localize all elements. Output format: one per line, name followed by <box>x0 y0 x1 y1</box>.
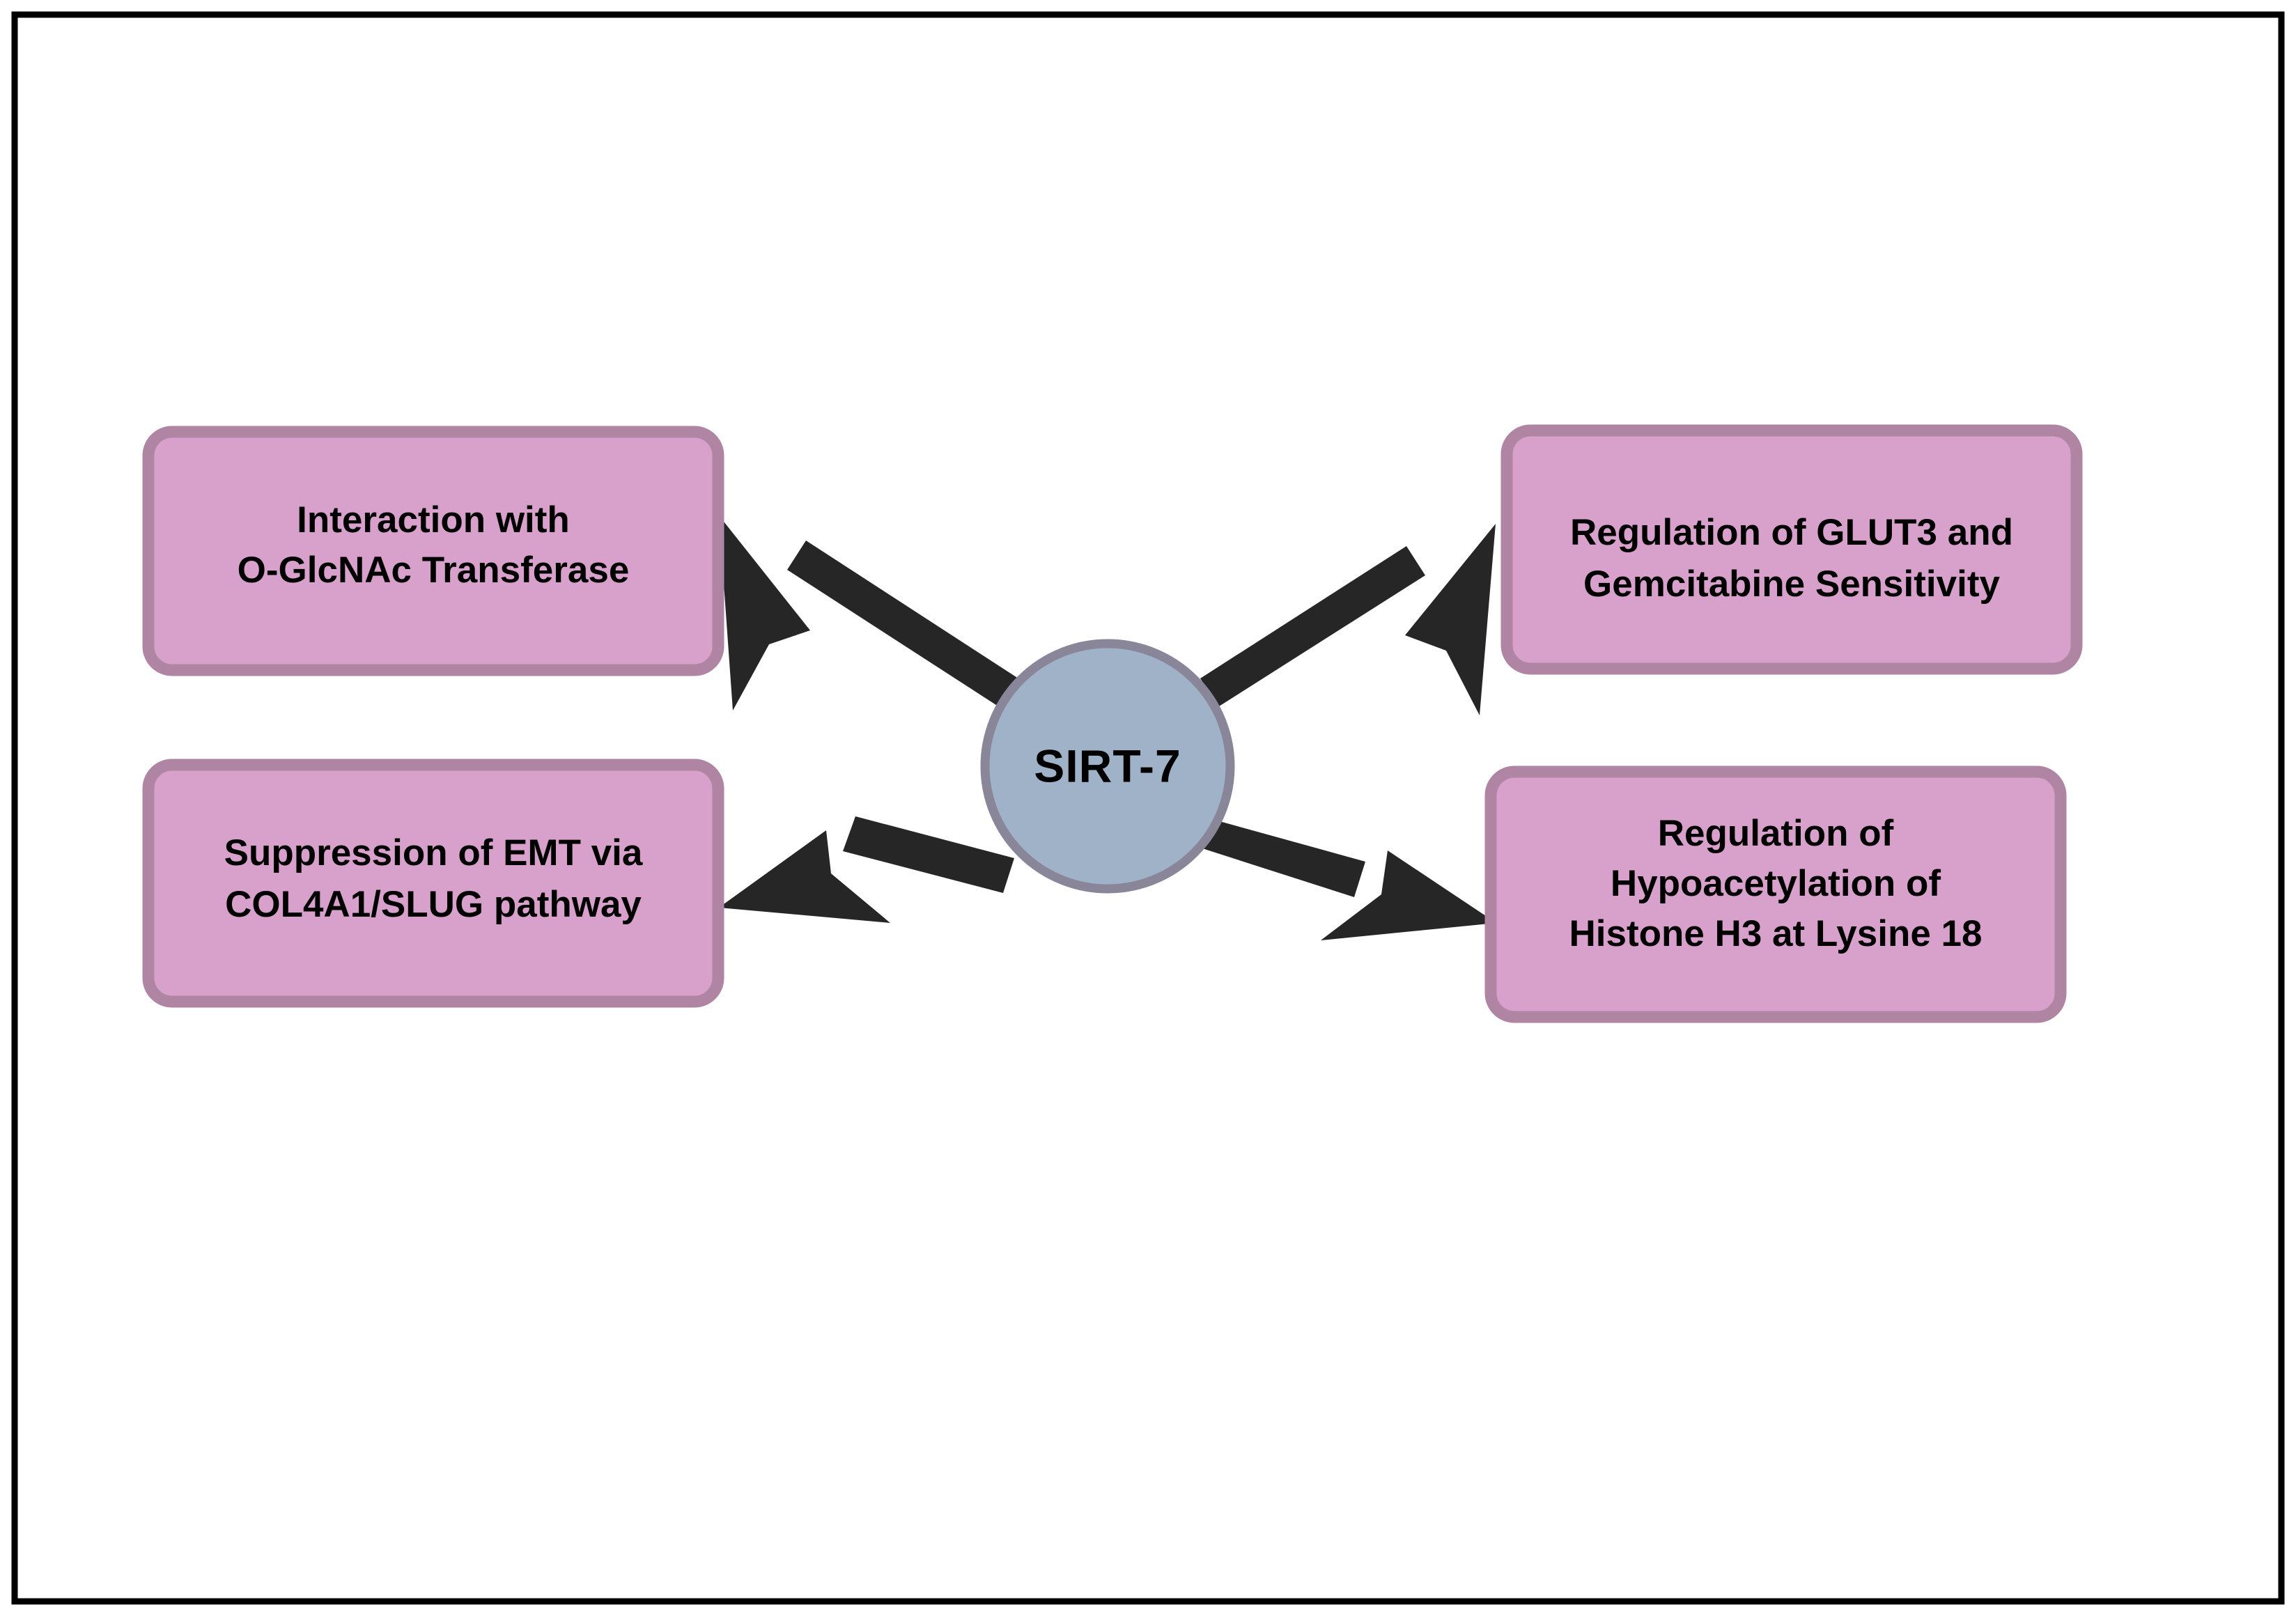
arrow-shaft <box>843 816 1014 893</box>
node-box-shape <box>1500 424 2083 675</box>
edge-hub-to-h3k18 <box>1192 814 1496 940</box>
node-label-line: Suppression of EMT via <box>224 832 643 873</box>
hub-label: SIRT-7 <box>1034 740 1181 791</box>
arrow-head-icon <box>719 515 810 710</box>
node-label-line: Hypoacetylation of <box>1611 863 1941 904</box>
node-hub-sirt7[interactable]: SIRT-7 <box>980 639 1235 894</box>
node-box-glut3[interactable]: Regulation of GLUT3 and Gemcitabine Sens… <box>1500 424 2083 675</box>
node-label-line: Histone H3 at Lysine 18 <box>1569 913 1982 954</box>
node-label-line: Interaction with <box>297 499 570 541</box>
edge-hub-to-ogt <box>719 515 1021 710</box>
edge-hub-to-emt <box>719 816 1014 923</box>
node-label-line: COL4A1/SLUG pathway <box>225 884 642 925</box>
node-box-h3k18[interactable]: Regulation of Hypoacetylation of Histone… <box>1484 766 2067 1023</box>
arrow-shaft <box>787 541 1021 708</box>
arrow-head-icon <box>1321 850 1496 940</box>
node-box-emt[interactable]: Suppression of EMT via COL4A1/SLUG pathw… <box>142 759 724 1008</box>
hub-circle-shape <box>980 639 1235 894</box>
node-box-shape <box>142 759 724 1008</box>
arrow-head-icon <box>719 830 890 923</box>
node-label-line: Gemcitabine Sensitivity <box>1583 564 2000 605</box>
arrow-shaft <box>1192 814 1365 897</box>
node-box-shape <box>1484 766 2067 1023</box>
node-label-line: Regulation of <box>1658 813 1894 854</box>
node-label-line: Regulation of GLUT3 and <box>1570 512 2013 553</box>
edge-group <box>719 515 1496 940</box>
node-box-shape <box>142 426 724 676</box>
arrow-shaft <box>1200 546 1425 706</box>
edge-hub-to-glut3 <box>1200 524 1496 715</box>
node-box-ogt[interactable]: Interaction with O-GlcNAc Transferase <box>142 426 724 676</box>
arrow-head-icon <box>1405 524 1496 715</box>
node-label-line: O-GlcNAc Transferase <box>238 550 630 591</box>
